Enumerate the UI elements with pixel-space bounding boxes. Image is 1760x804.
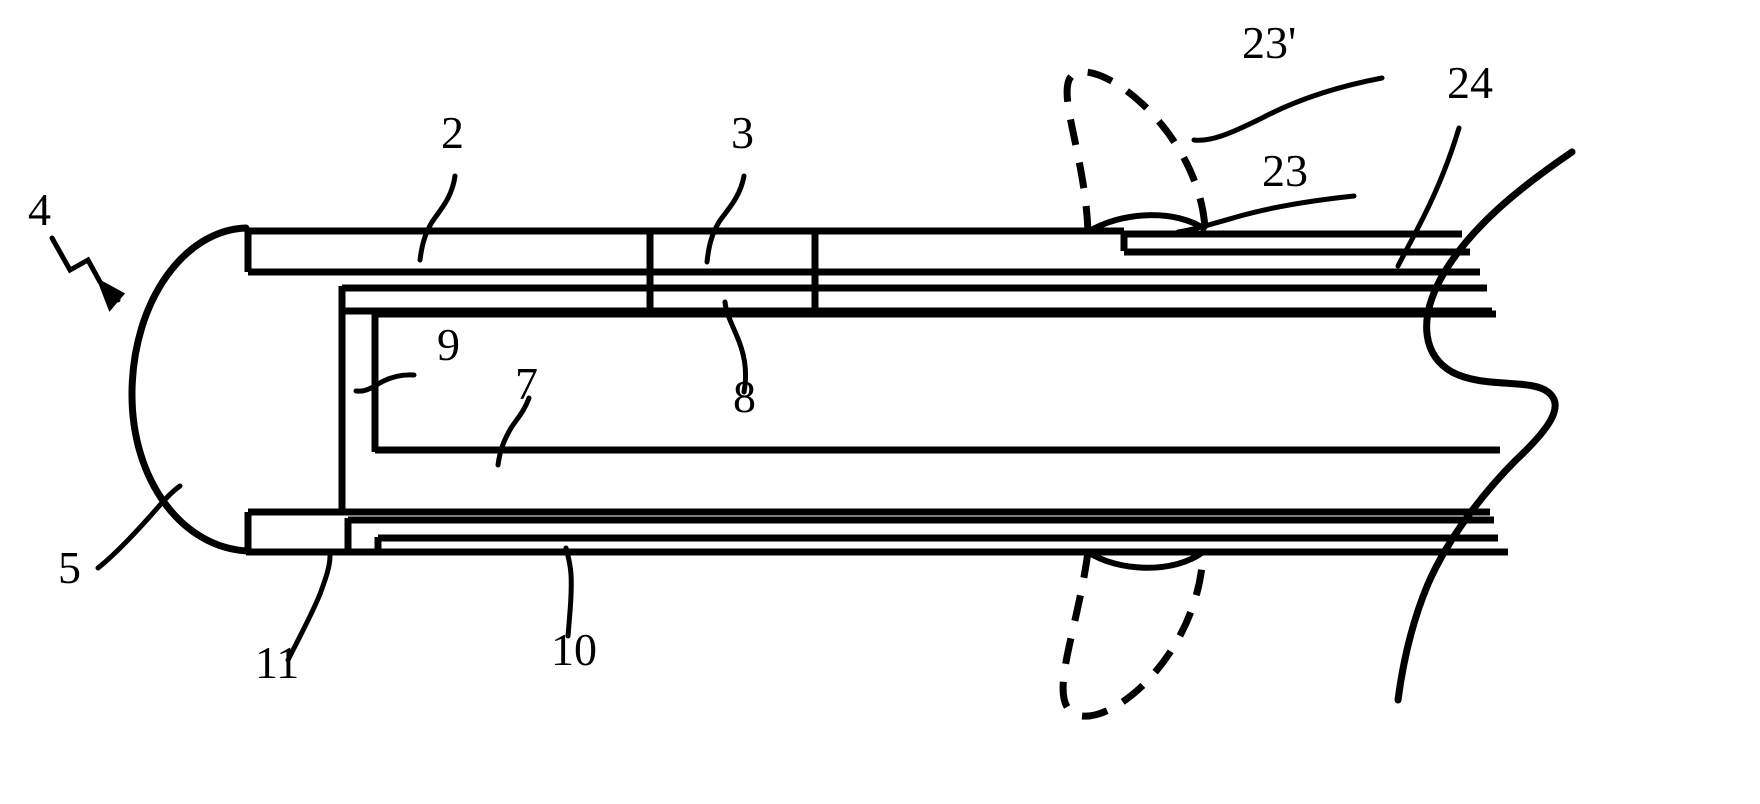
ref-label-24: 24 xyxy=(1447,57,1493,108)
reference-numerals-group: 4 5 2 3 9 7 8 11 10 23 23' 24 xyxy=(28,17,1493,688)
segment-dividers-group xyxy=(646,231,819,312)
leader-23p xyxy=(1191,75,1385,143)
lower-wall-group xyxy=(244,478,1508,556)
leader-10 xyxy=(563,545,574,639)
leader-7 xyxy=(495,395,532,468)
ref-label-5: 5 xyxy=(58,542,81,593)
leader-lines-group xyxy=(49,75,1462,663)
right-freehand-break-line xyxy=(1394,148,1576,704)
ref-label-11: 11 xyxy=(255,637,299,688)
leader-4-arrowhead xyxy=(96,277,126,312)
break-arc-lower-solid xyxy=(1086,549,1205,571)
leader-5 xyxy=(95,483,183,571)
leader-24 xyxy=(1395,125,1462,269)
leader-11 xyxy=(285,553,333,663)
upper-outer-wall-group xyxy=(244,227,1480,276)
ref-label-3: 3 xyxy=(731,107,754,158)
distal-tip-group xyxy=(128,224,252,555)
ref-label-8: 8 xyxy=(733,371,756,422)
ref-label-9: 9 xyxy=(437,319,460,370)
break-ellipse-upper-dashed xyxy=(1063,68,1209,233)
ref-label-10: 10 xyxy=(551,624,597,675)
leader-2 xyxy=(417,173,458,263)
leader-23 xyxy=(1175,193,1357,235)
ref-label-23: 23 xyxy=(1262,145,1308,196)
leader-3 xyxy=(704,173,747,265)
ref-label-7: 7 xyxy=(515,358,538,409)
break-arc-upper-solid xyxy=(1086,212,1208,235)
ref-label-23-prime: 23' xyxy=(1242,17,1296,68)
leader-8 xyxy=(722,299,749,395)
ref-label-2: 2 xyxy=(441,107,464,158)
leader-9 xyxy=(353,372,417,394)
break-ellipse-lower-dashed xyxy=(1059,551,1207,720)
break-symbol-group xyxy=(1059,68,1209,720)
right-break-line-group xyxy=(1394,148,1576,704)
inner-lumen-group xyxy=(371,310,1500,454)
tip-outer-arc xyxy=(128,224,252,555)
ref-label-4: 4 xyxy=(28,184,51,235)
